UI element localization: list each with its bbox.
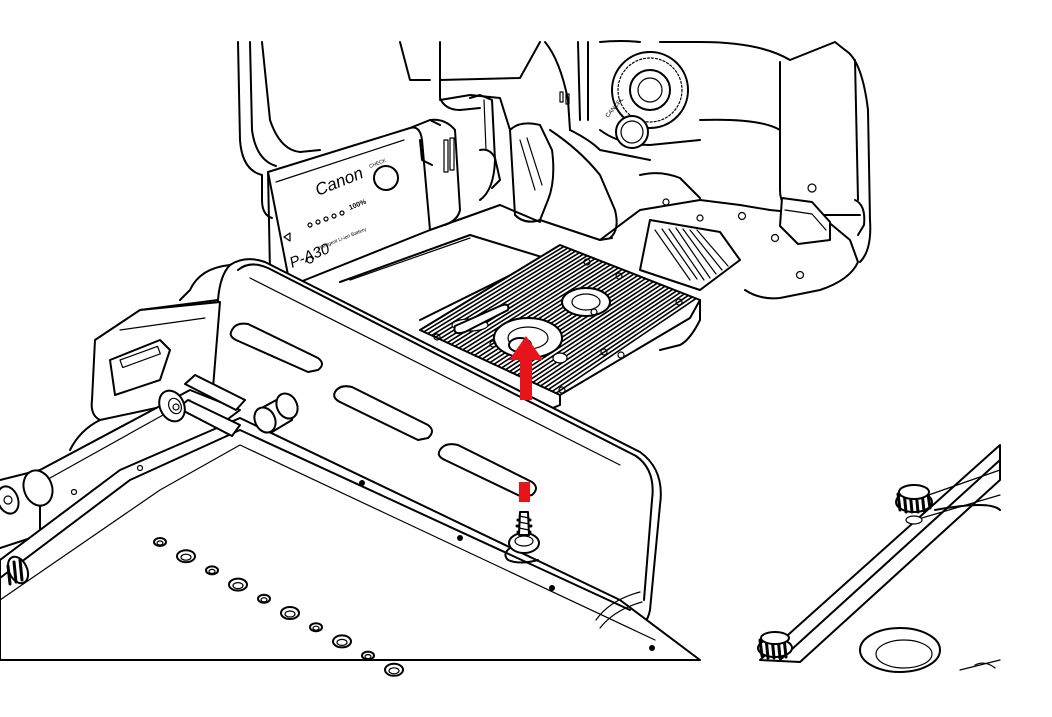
plate-rib	[551, 296, 693, 393]
thumb-knob-right-top	[895, 484, 933, 525]
thumb-knob-bottom-left	[6, 555, 30, 586]
plate-rib	[543, 293, 685, 389]
plate-holes	[153, 537, 404, 677]
plate-rib	[466, 262, 608, 353]
grip-ribs	[639, 219, 741, 291]
arrow-up-icon	[509, 336, 543, 400]
plate-rib	[454, 258, 596, 347]
mount-hole-inner	[336, 638, 348, 647]
thumb-knob-left	[253, 392, 299, 434]
control-dial	[611, 51, 689, 129]
plate-rib	[524, 285, 666, 380]
mount-hole-inner	[180, 553, 192, 561]
plate-rib	[458, 259, 600, 349]
screw-icon	[504, 511, 540, 564]
mount-plate	[419, 244, 701, 411]
battery-compartment	[339, 79, 546, 321]
plate-ribs	[423, 245, 697, 394]
plate-rib	[547, 294, 689, 391]
mount-hole-inner	[156, 540, 164, 546]
mount-hole-inner	[284, 610, 296, 618]
mount-hole-inner	[232, 581, 244, 590]
battery-pack: Canon 100% CHECK P-A30 Intelligent Li-io…	[267, 119, 441, 286]
mount-hole-inner	[208, 568, 216, 575]
mount-hole-inner	[388, 667, 400, 675]
plate-rib	[427, 247, 569, 335]
lever-knob	[158, 389, 186, 423]
plate-rib	[532, 288, 674, 384]
mount-hole-inner	[312, 625, 320, 631]
plate-rib	[555, 297, 697, 394]
guide-dash	[519, 482, 530, 502]
camera-body: CANCEL	[237, 40, 872, 300]
mount-hole-inner	[364, 653, 372, 660]
thumb-knob-right-bottom	[757, 631, 793, 660]
plate-rib	[528, 287, 670, 382]
plate-rib	[520, 284, 662, 378]
plate-rib	[540, 291, 682, 387]
plate-rib	[462, 261, 604, 351]
top-slots	[229, 322, 537, 498]
plate-rib	[536, 290, 678, 385]
right-plate	[757, 444, 1001, 673]
mount-hole-inner	[260, 597, 268, 603]
base-mount	[0, 258, 701, 677]
plate-rib	[423, 245, 565, 333]
